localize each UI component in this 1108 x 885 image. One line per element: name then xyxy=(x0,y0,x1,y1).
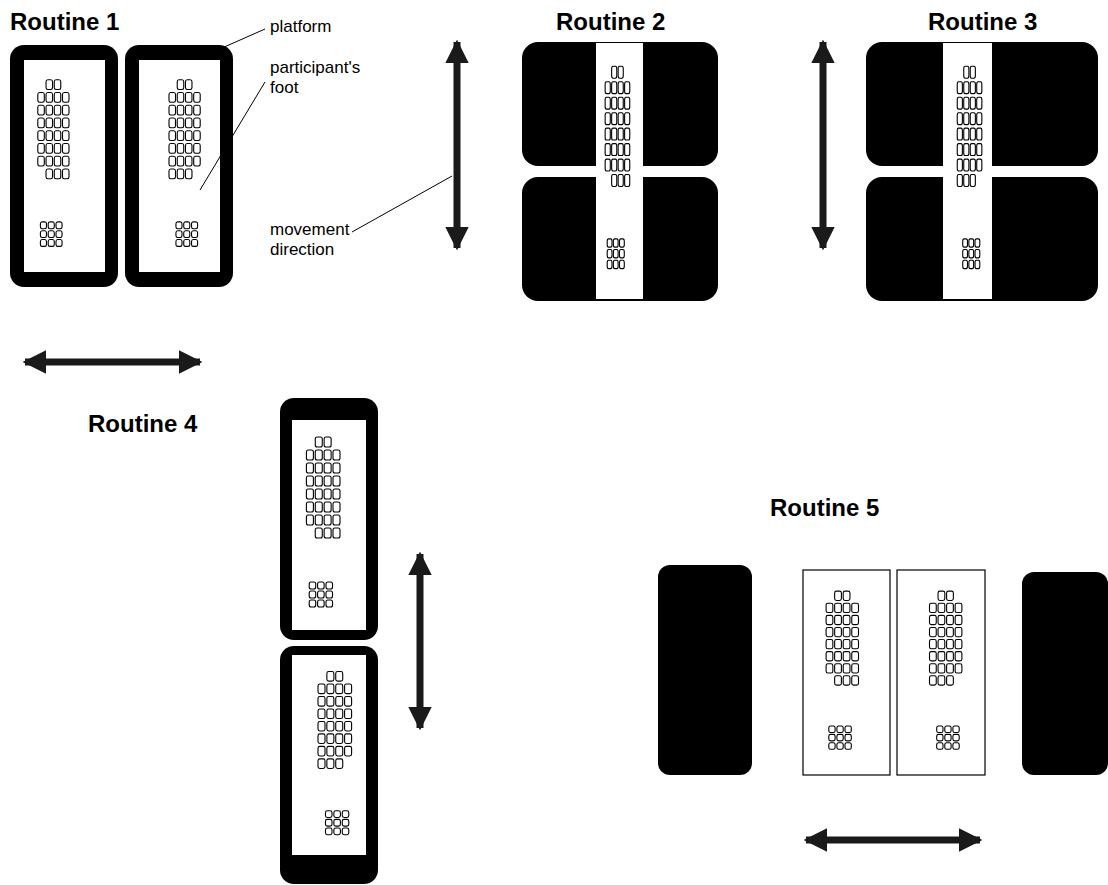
movement-arrow xyxy=(454,42,461,248)
foot-area xyxy=(596,43,643,299)
foot-area xyxy=(292,420,366,630)
platform xyxy=(280,646,378,884)
shoe-print xyxy=(306,437,340,607)
foot-area xyxy=(943,43,992,299)
shoe-print xyxy=(957,66,982,268)
platform xyxy=(280,398,378,640)
routine-title: Routine 2 xyxy=(556,8,665,37)
platform xyxy=(658,565,752,775)
routine-title: Routine 4 xyxy=(88,410,197,439)
movement-arrow xyxy=(820,42,827,248)
leader-line xyxy=(222,29,265,48)
shoe-print xyxy=(605,66,630,268)
foot-area xyxy=(292,655,366,855)
foot-area xyxy=(897,570,985,775)
movement-arrow xyxy=(417,554,424,728)
shoe-print xyxy=(826,591,858,749)
movement-arrow xyxy=(25,359,200,366)
callout-label: platform xyxy=(270,17,331,37)
platform xyxy=(1022,572,1108,775)
routine-title: Routine 3 xyxy=(928,8,1037,37)
callout-label: movement direction xyxy=(270,220,366,261)
movement-arrow xyxy=(806,837,980,844)
callout-label: participant's foot xyxy=(270,58,388,99)
shoe-print xyxy=(318,672,352,835)
leader-line xyxy=(200,82,265,190)
routine-title: Routine 5 xyxy=(770,494,879,523)
shoe-print xyxy=(169,80,200,247)
shoe-print xyxy=(930,591,962,749)
foot-area xyxy=(24,60,105,272)
platform xyxy=(10,45,118,287)
leader-line xyxy=(352,176,452,232)
foot-area xyxy=(139,60,220,272)
foot-area xyxy=(803,570,890,775)
routine-title: Routine 1 xyxy=(10,8,119,37)
platform xyxy=(125,45,233,287)
shoe-print xyxy=(38,80,69,247)
